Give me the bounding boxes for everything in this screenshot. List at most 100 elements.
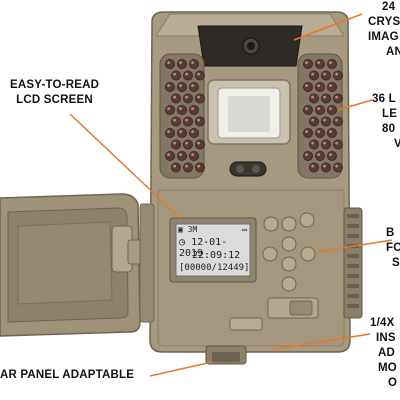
right-led-highlight [335,141,338,145]
left-led-icon [164,82,175,93]
button-top-right[interactable] [299,212,315,228]
callout-bottom-left: AR PANEL ADAPTABLE [0,368,134,383]
left-led-highlight [173,72,177,76]
left-led-highlight [191,153,195,157]
left-led-icon [176,82,187,93]
callout-line-bottom-right [269,333,371,351]
callout-bottom-right-line4: MO [378,362,397,374]
button-up[interactable] [281,236,297,252]
left-led-icon [188,150,199,161]
left-led-icon [188,105,199,116]
right-led-icon [320,70,331,81]
right-led-highlight [323,141,326,145]
right-led-highlight [317,61,320,64]
right-led-highlight [305,61,308,64]
button-top-mid[interactable] [281,216,297,232]
lcd-date-row: ◷ 12-01-2019 [179,237,250,259]
callout-mid-right-line2: LE [382,108,398,120]
button-down[interactable] [281,276,297,292]
right-led-icon [326,82,337,93]
right-led-icon [326,59,337,70]
button-ok[interactable] [281,256,297,272]
left-led-highlight [185,95,189,99]
left-led-highlight [173,164,177,168]
left-led-icon [194,139,205,150]
left-led-icon [194,70,205,81]
right-led-icon [302,82,313,93]
right-led-icon [320,93,331,104]
callout-bottom-right-line1: 1/4X [370,317,395,329]
lcd-time: 22:09:12 [192,250,241,261]
callout-bottom-right-line5: O [388,377,398,389]
left-led-icon [194,116,205,127]
left-led-icon [170,162,181,173]
right-led-highlight [323,118,326,122]
right-led-highlight [311,141,314,145]
left-led-icon [182,116,193,127]
left-led-icon [170,139,181,150]
callout-line-top-right [293,13,363,41]
left-led-highlight [167,107,171,110]
left-led-icon [170,93,181,104]
right-led-icon [332,162,343,173]
callout-bottom-right: 1/4X INS AD MO O [370,316,397,391]
callout-line-lcd [69,113,181,219]
left-led-highlight [185,118,189,122]
button-left[interactable] [262,246,278,262]
left-led-highlight [197,72,201,76]
left-led-icon [164,59,175,70]
left-led-highlight [173,95,177,99]
right-led-highlight [329,84,332,87]
left-led-icon [176,150,187,161]
lcd-counter-used: 00000 [184,263,212,273]
left-led-icon [188,127,199,138]
callout-mid-right-line4: V [394,138,400,150]
button-top-left[interactable] [263,216,279,232]
left-led-highlight [179,84,183,87]
right-led-icon [332,70,343,81]
callout-lcd-screen: EASY-TO-READ LCD SCREEN [10,78,99,108]
right-led-highlight [317,84,320,87]
left-led-highlight [167,153,171,157]
left-led-highlight [197,95,201,99]
right-led-highlight [317,130,320,134]
right-led-icon [314,150,325,161]
right-led-icon [320,139,331,150]
right-led-highlight [323,72,326,76]
calendar-icon: ◷ [179,237,186,248]
left-led-highlight [179,153,183,157]
left-led-highlight [191,61,195,64]
lcd-counter: [00000/12449] [179,263,250,273]
right-led-icon [326,127,337,138]
left-led-highlight [185,141,189,145]
right-led-highlight [311,72,314,76]
left-led-icon [176,105,187,116]
callout-bottom-left-line1: AR PANEL ADAPTABLE [0,369,135,381]
ir-led-array-right [302,59,343,173]
left-led-highlight [191,84,195,87]
callout-mid-right-line3: 80 [382,123,396,135]
callout-mid-right: 36 L LE 80 V [372,92,400,152]
callout-top-right: 24 CRYS IMAG AN [368,0,400,60]
left-led-icon [182,139,193,150]
left-led-icon [188,82,199,93]
battery-icon: ▭ [242,225,247,234]
right-led-highlight [305,84,308,87]
left-led-highlight [167,130,171,134]
right-led-highlight [323,164,326,168]
camera-icon: ▣ [178,225,183,234]
callout-top-right-line3: IMAG [368,31,399,43]
right-led-highlight [311,95,314,99]
right-led-icon [314,59,325,70]
left-led-highlight [167,61,171,64]
right-led-icon [332,116,343,127]
lcd-date: 12-01-2019 [179,237,228,259]
right-led-icon [314,82,325,93]
right-led-icon [326,150,337,161]
button-right[interactable] [300,246,316,262]
right-led-icon [302,59,313,70]
right-led-icon [314,105,325,116]
right-led-icon [314,127,325,138]
callout-line-mid-right [337,99,373,111]
